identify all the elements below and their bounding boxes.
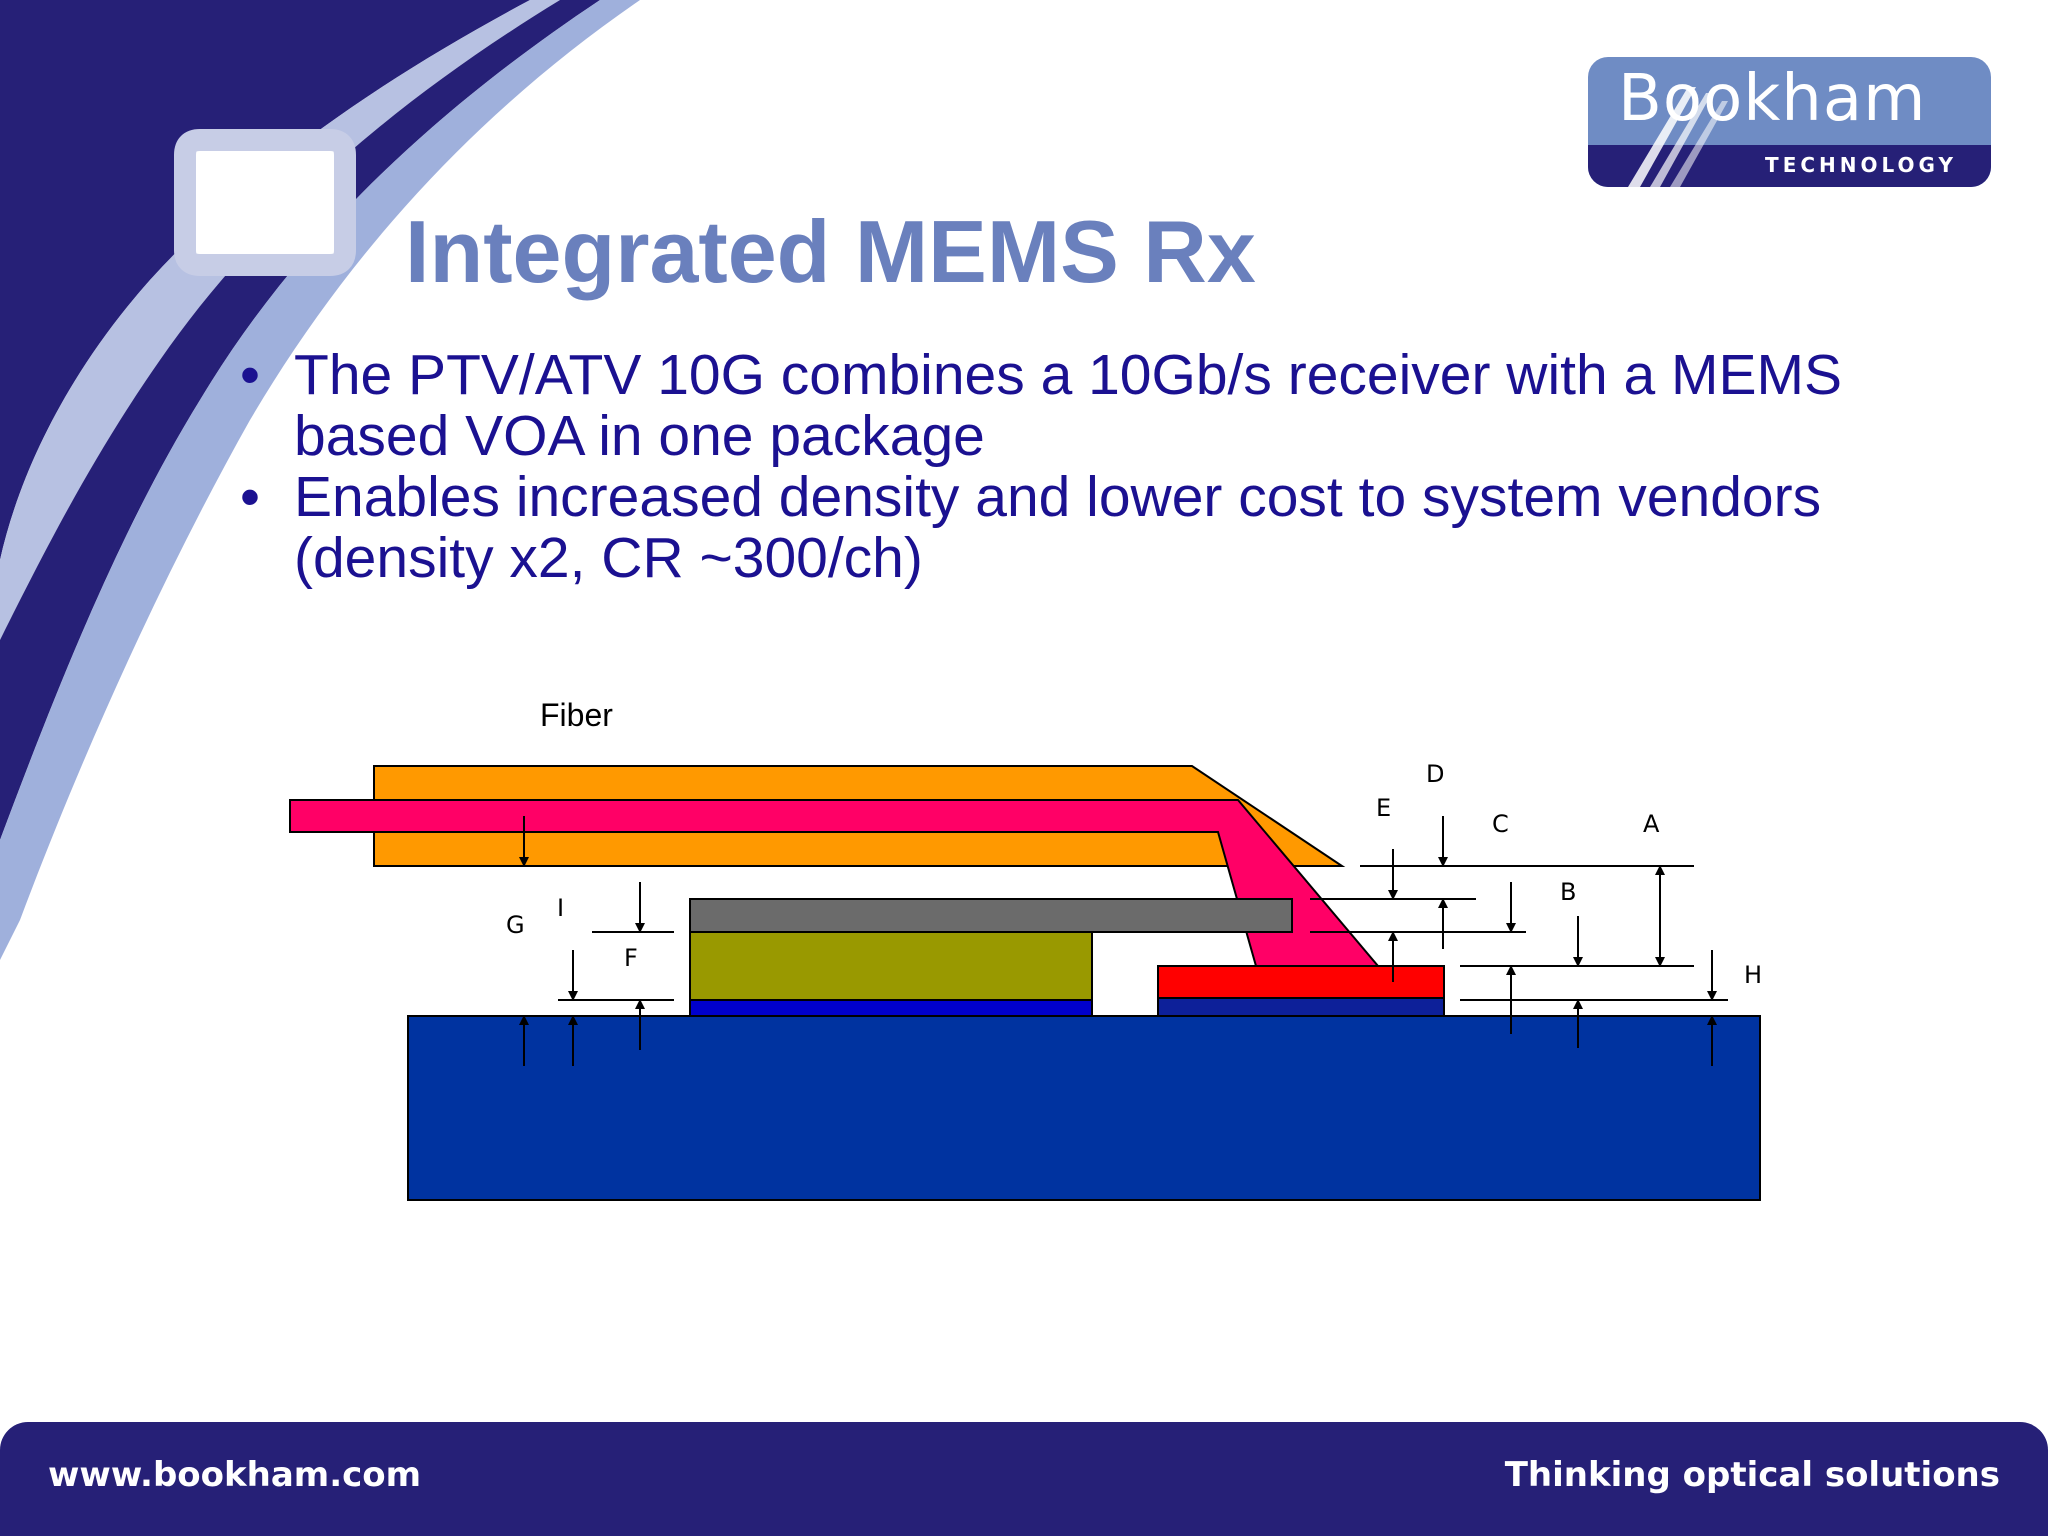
bullet-dot-icon: • <box>240 343 260 407</box>
footer-tagline: Thinking optical solutions <box>1504 1455 2000 1495</box>
dim-label-e: E <box>1376 794 1391 822</box>
dim-label-h: H <box>1744 961 1762 989</box>
photodetector-block <box>1157 965 1445 999</box>
bullet-dot-icon: • <box>240 465 260 529</box>
dim-label-i: I <box>557 894 564 922</box>
bookham-logo: Bookham TECHNOLOGY <box>1588 57 1991 187</box>
left-die-block <box>689 931 1093 1001</box>
mems-plate <box>689 898 1293 933</box>
logo-streak-icon <box>1628 87 1728 187</box>
logo-subtitle: TECHNOLOGY <box>1765 153 1957 177</box>
right-die-base <box>1157 997 1445 1017</box>
fiber-label: Fiber <box>540 697 613 733</box>
bullet-text: The PTV/ATV 10G combines a 10Gb/s receiv… <box>294 343 1843 468</box>
dim-label-f: F <box>624 944 638 972</box>
footer-bar <box>0 1422 2048 1536</box>
dimension-arrows <box>519 816 1717 1066</box>
dim-label-c: C <box>1492 810 1509 838</box>
dim-label-a: A <box>1643 810 1660 838</box>
dim-label-d: D <box>1426 760 1444 788</box>
substrate <box>407 1015 1761 1201</box>
bullet-item: • Enables increased density and lower co… <box>240 467 1940 589</box>
bullet-list: • The PTV/ATV 10G combines a 10Gb/s rece… <box>240 345 1940 589</box>
slide-title: Integrated MEMS Rx <box>405 202 1256 301</box>
left-die-base <box>689 999 1093 1017</box>
dim-label-b: B <box>1560 878 1576 906</box>
bullet-text: Enables increased density and lower cost… <box>294 465 1822 590</box>
footer-url: www.bookham.com <box>48 1455 422 1495</box>
fiber-core <box>289 799 1381 967</box>
dim-label-g: G <box>506 911 525 939</box>
bullet-item: • The PTV/ATV 10G combines a 10Gb/s rece… <box>240 345 1940 467</box>
